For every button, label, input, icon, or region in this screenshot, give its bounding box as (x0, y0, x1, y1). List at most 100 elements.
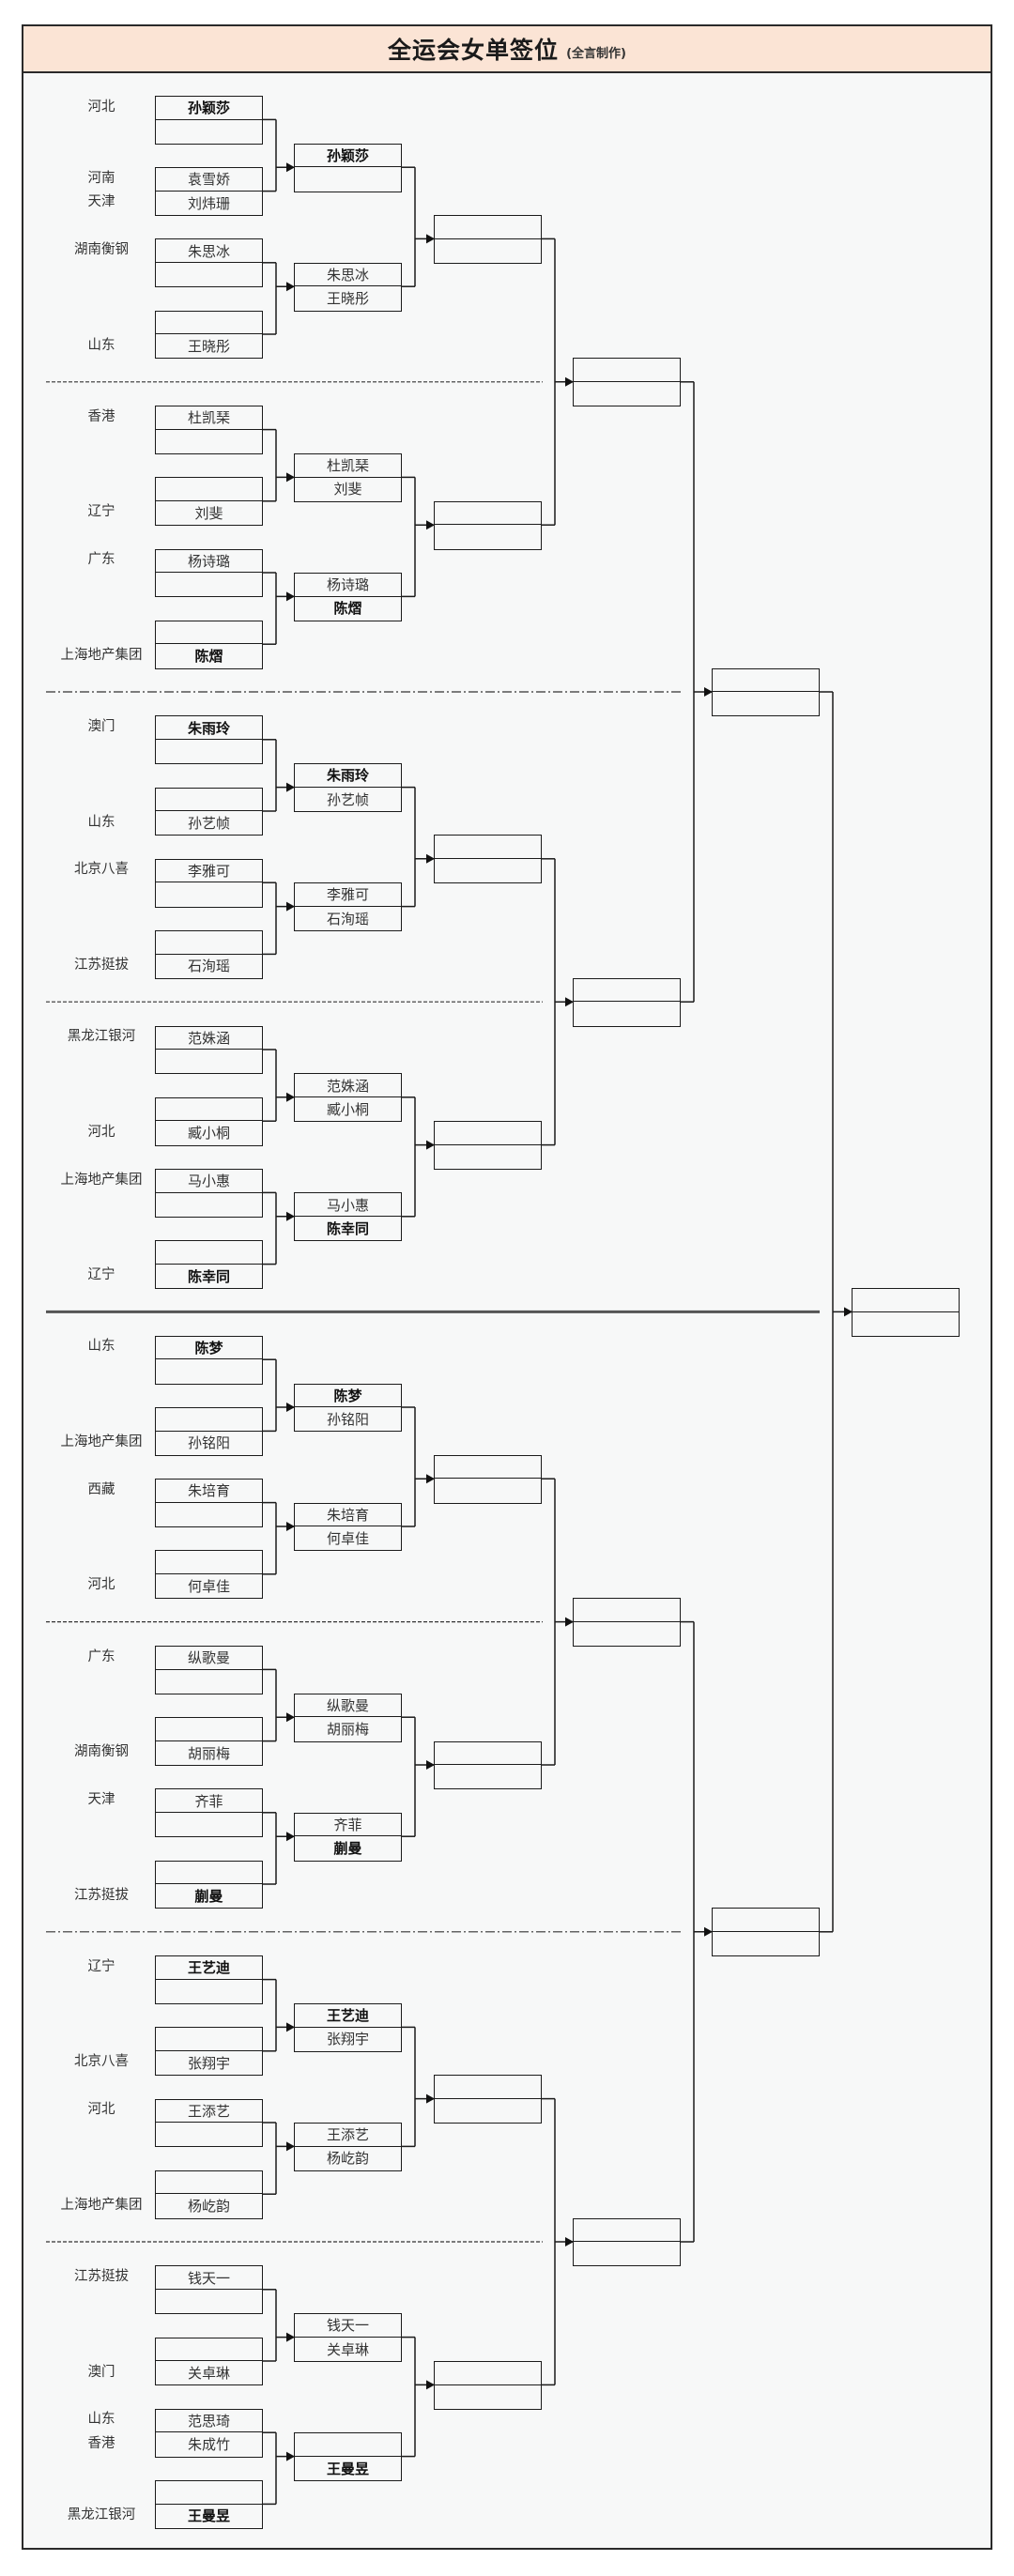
round2-match-box[interactable]: 王添艺杨屹韵 (294, 2123, 402, 2171)
player-slot-bottom (574, 1622, 680, 1646)
round1-match-box[interactable]: 刘斐 (155, 477, 263, 527)
round1-match-box[interactable]: 朱雨玲 (155, 715, 263, 765)
player-slot-bottom (156, 1503, 262, 1526)
team-label: 上海地产集团 (60, 2197, 143, 2213)
player-slot-bottom (435, 2385, 541, 2409)
round3-match-box[interactable] (434, 2075, 542, 2124)
round2-match-box[interactable]: 纵歌曼胡丽梅 (294, 1693, 402, 1742)
round2-match-box[interactable]: 李雅可石洵瑶 (294, 882, 402, 931)
round2-match-box[interactable]: 马小惠陈幸同 (294, 1192, 402, 1242)
round2-match-box[interactable]: 朱雨玲孙艺帧 (294, 763, 402, 812)
player-slot-top (574, 979, 680, 1003)
team-label: 河北 (87, 1124, 115, 1140)
team-label: 上海地产集团 (60, 1434, 143, 1449)
round1-match-box[interactable]: 臧小桐 (155, 1096, 263, 1146)
round2-match-box[interactable]: 范姝涵臧小桐 (294, 1073, 402, 1123)
round1-match-box[interactable]: 王添艺 (155, 2098, 263, 2148)
round1-match-box[interactable]: 杨屹韵 (155, 2170, 263, 2219)
round3-match-box[interactable] (434, 500, 542, 550)
player-slot-top: 范姝涵 (156, 1027, 262, 1050)
arrow-icon (286, 901, 295, 912)
quarterfinal-box[interactable] (573, 358, 681, 407)
round3-match-box[interactable] (434, 1740, 542, 1790)
round3-match-box[interactable] (434, 1121, 542, 1170)
player-slot-top: 马小惠 (295, 1193, 401, 1217)
round1-match-box[interactable]: 钱天一 (155, 2265, 263, 2315)
player-slot-top: 孙颖莎 (156, 97, 262, 120)
quarterfinal-box[interactable] (573, 2217, 681, 2267)
round3-match-box[interactable] (434, 835, 542, 884)
player-slot-top: 纵歌曼 (295, 1694, 401, 1718)
round1-match-box[interactable]: 石洵瑶 (155, 930, 263, 979)
round1-match-box[interactable]: 张翔宇 (155, 2027, 263, 2077)
round1-match-box[interactable]: 关卓琳 (155, 2337, 263, 2386)
round2-match-box[interactable]: 陈梦孙铭阳 (294, 1383, 402, 1433)
player-slot-bottom: 孙铭阳 (326, 1410, 369, 1428)
player-slot-top: 杜凯琹 (295, 454, 401, 478)
round1-match-box[interactable]: 袁雪娇刘炜珊 (155, 167, 263, 216)
round1-match-box[interactable]: 朱思冰 (155, 238, 263, 288)
round1-match-box[interactable]: 胡丽梅 (155, 1717, 263, 1766)
round2-match-box[interactable]: 杨诗璐陈熠 (294, 573, 402, 621)
player-slot-top: 杜凯琹 (156, 406, 262, 430)
arrow-icon (286, 2332, 295, 2342)
player-slot-top: 朱培育 (295, 1504, 401, 1527)
player-slot-bottom (574, 382, 680, 406)
arrow-icon (426, 2093, 435, 2104)
player-slot-top (713, 1909, 819, 1932)
round1-match-box[interactable]: 何卓佳 (155, 1550, 263, 1600)
player-slot-top (156, 478, 262, 501)
arrow-icon (286, 1092, 295, 1102)
player-slot-top: 齐菲 (156, 1789, 262, 1813)
team-label: 河北 (87, 1577, 115, 1593)
round2-match-box[interactable]: 杜凯琹刘斐 (294, 453, 402, 502)
player-slot-top: 李雅可 (156, 860, 262, 883)
arrow-icon (286, 782, 295, 792)
quarterfinal-box[interactable] (573, 1598, 681, 1647)
round1-match-box[interactable]: 朱培育 (155, 1479, 263, 1527)
round3-match-box[interactable] (434, 1454, 542, 1504)
round2-match-box[interactable]: 王艺迪张翔宇 (294, 2003, 402, 2052)
round1-match-box[interactable]: 王晓彤 (155, 310, 263, 360)
player-slot-bottom: 朱成竹 (187, 2436, 230, 2454)
round2-match-box[interactable]: 齐菲蒯曼 (294, 1812, 402, 1862)
round1-match-box[interactable]: 王曼昱 (155, 2480, 263, 2529)
round1-match-box[interactable]: 王艺迪 (155, 1955, 263, 2004)
final-box[interactable] (852, 1288, 960, 1337)
round1-match-box[interactable]: 马小惠 (155, 1169, 263, 1218)
round1-match-box[interactable]: 孙颖莎 (155, 96, 263, 145)
team-label: 上海地产集团 (60, 647, 143, 663)
round3-match-box[interactable] (434, 2361, 542, 2410)
quarterfinal-box[interactable] (573, 977, 681, 1027)
round1-match-box[interactable]: 李雅可 (155, 858, 263, 908)
round1-match-box[interactable]: 陈熠 (155, 620, 263, 669)
player-slot-bottom: 杨屹韵 (187, 2198, 230, 2216)
round1-match-box[interactable]: 蒯曼 (155, 1860, 263, 1909)
round1-match-box[interactable]: 陈幸同 (155, 1240, 263, 1289)
team-label: 山东 (87, 1339, 115, 1355)
round2-match-box[interactable]: 钱天一关卓琳 (294, 2313, 402, 2362)
round1-match-box[interactable]: 陈梦 (155, 1335, 263, 1385)
round1-match-box[interactable]: 纵歌曼 (155, 1646, 263, 1694)
arrow-icon (704, 687, 713, 697)
semifinal-box[interactable] (712, 667, 820, 717)
player-slot-bottom (435, 859, 541, 882)
round2-match-box[interactable]: 朱思冰王晓彤 (294, 262, 402, 312)
round1-match-box[interactable]: 杨诗璐 (155, 548, 263, 598)
player-slot-top (435, 502, 541, 526)
round1-match-box[interactable]: 范思琦朱成竹 (155, 2408, 263, 2458)
round1-match-box[interactable]: 孙艺帧 (155, 787, 263, 836)
team-label: 山东 (87, 814, 115, 830)
player-slot-top (435, 2362, 541, 2385)
round2-match-box[interactable]: 王曼昱 (294, 2432, 402, 2481)
semifinal-box[interactable] (712, 1908, 820, 1957)
player-slot-top: 王艺迪 (295, 2004, 401, 2028)
round1-match-box[interactable]: 孙铭阳 (155, 1407, 263, 1456)
arrow-icon (565, 376, 574, 387)
round2-match-box[interactable]: 朱培育何卓佳 (294, 1502, 402, 1552)
round1-match-box[interactable]: 杜凯琹 (155, 406, 263, 454)
round1-match-box[interactable]: 齐菲 (155, 1788, 263, 1838)
round2-match-box[interactable]: 孙颖莎 (294, 143, 402, 192)
round3-match-box[interactable] (434, 215, 542, 264)
round1-match-box[interactable]: 范姝涵 (155, 1025, 263, 1075)
